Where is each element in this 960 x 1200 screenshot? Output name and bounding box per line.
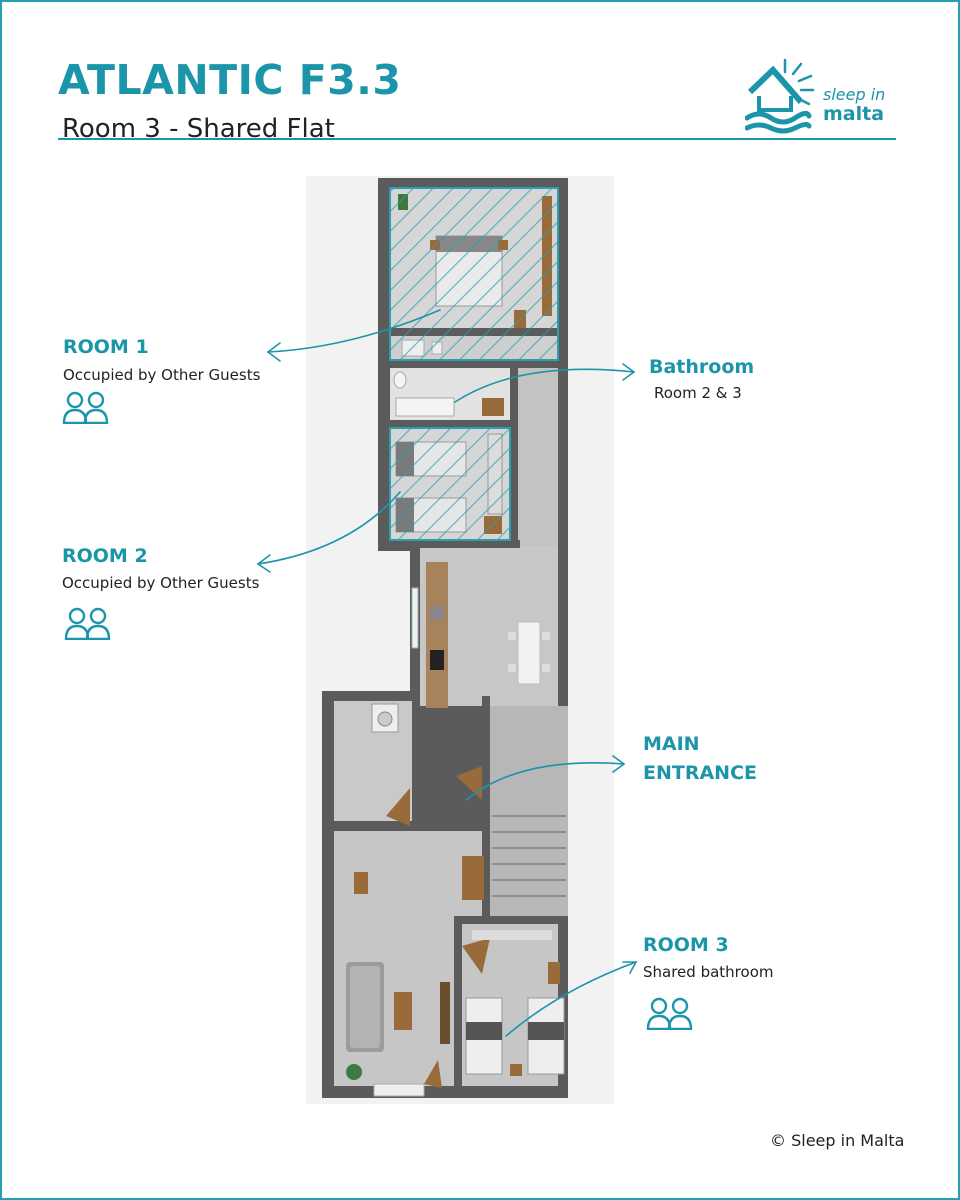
logo-wordmark: sleep in malta [823,85,886,125]
room1-title: ROOM 1 [63,336,149,358]
main-entrance-line2: ENTRANCE [643,762,757,784]
room3-title: ROOM 3 [643,934,729,956]
title-underline [58,138,896,140]
bathroom-subtitle: Room 2 & 3 [654,384,742,402]
two-people-icon [646,997,693,1030]
copyright-text: © Sleep in Malta [770,1131,905,1150]
floor-plan [306,176,614,1104]
two-people-icon [64,607,111,640]
room2-title: ROOM 2 [62,545,148,567]
two-people-icon [62,391,109,424]
main-entrance-line1: MAIN [643,733,700,755]
logo-line-1: sleep in [823,85,886,104]
house-sun-waves-icon [745,58,815,134]
room3-subtitle: Shared bathroom [643,963,774,981]
room1-subtitle: Occupied by Other Guests [63,366,261,384]
bathroom-title: Bathroom [649,356,755,378]
stairwell [490,706,568,916]
room2-subtitle: Occupied by Other Guests [62,574,260,592]
logo-line-2: malta [823,103,885,125]
page-title: ATLANTIC F3.3 [58,56,402,104]
